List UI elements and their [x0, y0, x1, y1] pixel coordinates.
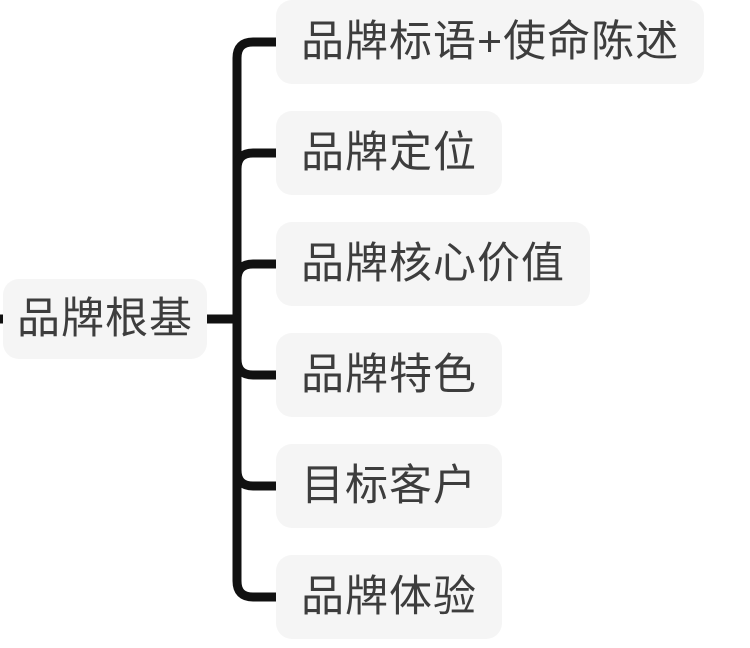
connector-root-to-child-5	[199, 314, 277, 602]
child-node-brand-positioning[interactable]: 品牌定位	[276, 111, 502, 195]
child-node-target-customers[interactable]: 目标客户	[276, 444, 502, 528]
connector-root-to-child-2	[199, 259, 277, 324]
connector-root-to-child-1	[199, 148, 277, 324]
child-node-core-values[interactable]: 品牌核心价值	[276, 222, 590, 306]
child-node-slogan-mission[interactable]: 品牌标语+使命陈述	[276, 0, 705, 84]
connector-root-to-child-0	[199, 37, 277, 324]
root-node-brand-foundation[interactable]: 品牌根基	[3, 279, 207, 359]
child-node-brand-features[interactable]: 品牌特色	[276, 333, 502, 417]
child-node-brand-experience[interactable]: 品牌体验	[276, 555, 502, 639]
